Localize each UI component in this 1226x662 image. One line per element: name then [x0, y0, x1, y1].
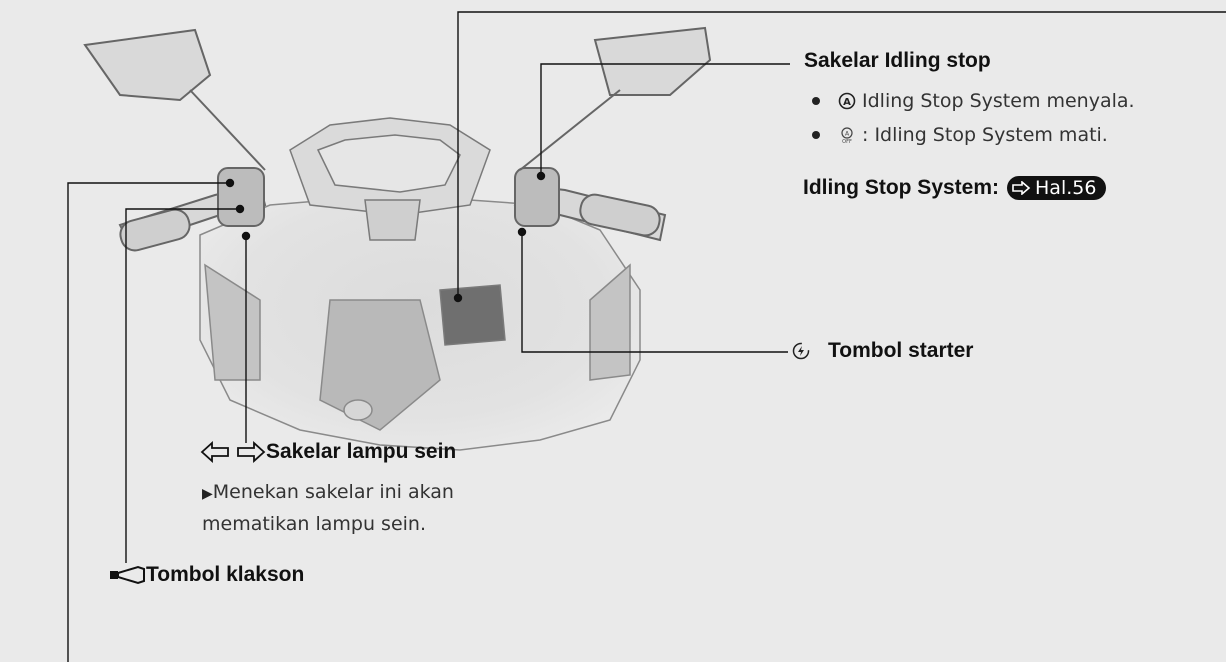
arrow-right-icon	[1012, 181, 1031, 195]
svg-text:OFF: OFF	[842, 139, 852, 144]
horn-label-row: Tombol klakson	[108, 563, 304, 587]
starter-label-row: Tombol starter	[792, 339, 973, 363]
turn-signal-arrows-icon	[200, 441, 266, 463]
horn-icon	[110, 565, 145, 585]
idling-stop-list: A Idling Stop System menyala. A OFF : Id…	[812, 84, 1135, 152]
triangle-bullet-icon: ▶	[202, 486, 213, 502]
horn-label: Tombol klakson	[146, 563, 305, 586]
idling-on-text: Idling Stop System menyala.	[862, 90, 1135, 112]
leader-lines	[67, 11, 1226, 662]
bullet-icon	[812, 97, 820, 105]
page-reference-link[interactable]: Hal.56	[1007, 176, 1107, 200]
idling-stop-reference: Idling Stop System: Hal.56	[803, 176, 1107, 200]
turn-signal-note-text: Menekan sakelar ini akan mematikan lampu…	[202, 481, 454, 535]
idling-stop-title: Sakelar Idling stop	[804, 49, 991, 72]
idling-stop-on-icon: A	[838, 92, 856, 110]
list-item: A Idling Stop System menyala.	[812, 84, 1135, 118]
page-reference-text: Hal.56	[1035, 177, 1097, 199]
starter-label: Tombol starter	[828, 339, 974, 362]
starter-icon	[792, 342, 810, 360]
svg-text:A: A	[843, 97, 851, 108]
idling-stop-off-icon: A OFF	[841, 127, 853, 144]
mirrors	[83, 26, 712, 171]
idling-off-text: : Idling Stop System mati.	[862, 124, 1108, 146]
instrument-panel	[289, 117, 506, 346]
turn-signal-note: ▶Menekan sakelar ini akan mematikan lamp…	[202, 477, 542, 539]
turn-signal-label: Sakelar lampu sein	[266, 440, 457, 463]
turn-signal-label-row: Sakelar lampu sein	[200, 440, 456, 464]
svg-text:A: A	[845, 131, 850, 138]
handlebars	[118, 167, 667, 252]
list-item: A OFF : Idling Stop System mati.	[812, 118, 1135, 152]
reference-label: Idling Stop System:	[803, 176, 1000, 199]
bullet-icon	[812, 131, 820, 139]
scooter-body	[199, 189, 641, 451]
